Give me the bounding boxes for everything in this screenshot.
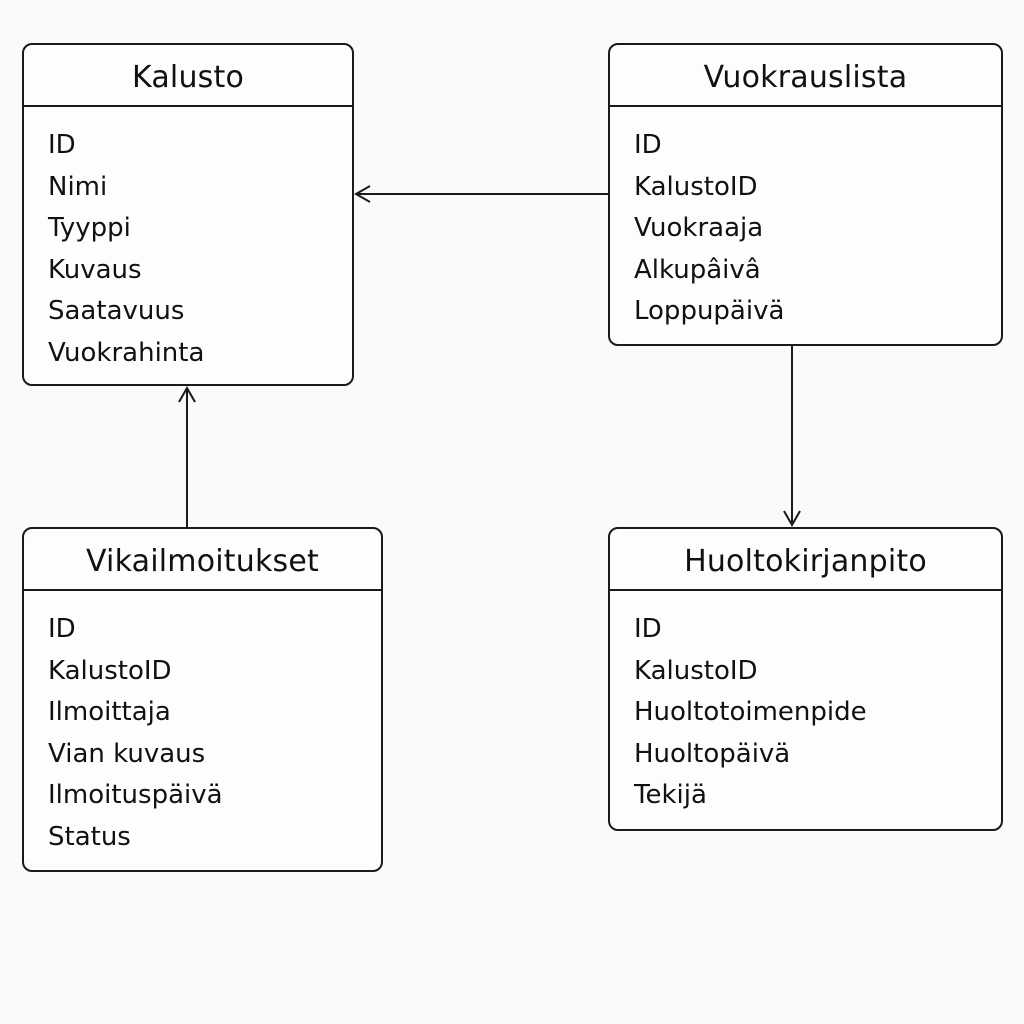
field-item: Vuokrahinta bbox=[48, 337, 205, 368]
entity-kalusto: Kalusto ID Nimi Tyyppi Kuvaus Saatavuus … bbox=[22, 43, 354, 386]
field-item: Loppupäivä bbox=[634, 296, 785, 326]
entity-title: Kalusto bbox=[131, 59, 245, 95]
field-item: KalustoID bbox=[634, 171, 758, 202]
field-item: Status bbox=[48, 821, 131, 852]
field-item: Nimi bbox=[48, 171, 108, 202]
field-item: Vian kuvaus bbox=[48, 738, 206, 769]
field-item: ID bbox=[48, 130, 76, 160]
field-list: ID KalustoID Ilmoittaja Vian kuvaus Ilmo… bbox=[24, 591, 381, 858]
entity-header: Vikailmoitukset bbox=[24, 529, 381, 591]
entity-huoltokirjanpito: Huoltokirjanpito ID KalustoID Huoltotoim… bbox=[608, 527, 1003, 831]
field-item: Tekijä bbox=[634, 780, 707, 810]
arrowhead-icon bbox=[178, 385, 196, 403]
arrowhead-icon bbox=[783, 510, 801, 528]
relation-vikailmoitukset-kalusto bbox=[178, 385, 196, 527]
arrowhead-icon bbox=[353, 185, 371, 203]
entity-header: Kalusto bbox=[24, 45, 352, 107]
field-item: Huoltopäivä bbox=[634, 738, 791, 769]
field-item: ID bbox=[48, 614, 76, 644]
field-item: Kuvaus bbox=[48, 254, 142, 285]
field-item: Ilmoittaja bbox=[48, 697, 171, 727]
entity-title: Huoltokirjanpito bbox=[684, 543, 927, 579]
field-item: KalustoID bbox=[48, 655, 172, 686]
entity-vikailmoitukset: Vikailmoitukset ID KalustoID Ilmoittaja … bbox=[22, 527, 383, 872]
field-item: Vuokraaja bbox=[634, 213, 764, 243]
field-list: ID KalustoID Huoltotoimenpide Huoltopäiv… bbox=[610, 591, 1001, 817]
field-item: Saatavuus bbox=[48, 296, 185, 326]
field-item: ID bbox=[634, 614, 662, 644]
entity-header: Vuokrauslista bbox=[610, 45, 1001, 107]
field-list: ID KalustoID Vuokraaja Alkupâivâ Loppupä… bbox=[610, 107, 1001, 333]
entity-title: Vuokrauslista bbox=[703, 59, 908, 95]
field-item: Tyyppi bbox=[48, 213, 131, 243]
field-item: Alkupâivâ bbox=[634, 254, 761, 285]
entity-title: Vikailmoitukset bbox=[85, 543, 319, 579]
field-item: Ilmoituspäivä bbox=[48, 780, 223, 810]
entity-vuokrauslista: Vuokrauslista ID KalustoID Vuokraaja Alk… bbox=[608, 43, 1003, 346]
field-item: ID bbox=[634, 130, 662, 160]
entity-header: Huoltokirjanpito bbox=[610, 529, 1001, 591]
field-item: KalustoID bbox=[634, 655, 758, 686]
field-list: ID Nimi Tyyppi Kuvaus Saatavuus Vuokrahi… bbox=[24, 107, 352, 374]
relation-vuokrauslista-kalusto bbox=[353, 185, 608, 203]
relation-vuokrauslista-huoltokirjanpito bbox=[783, 346, 801, 528]
field-item: Huoltotoimenpide bbox=[634, 697, 867, 727]
